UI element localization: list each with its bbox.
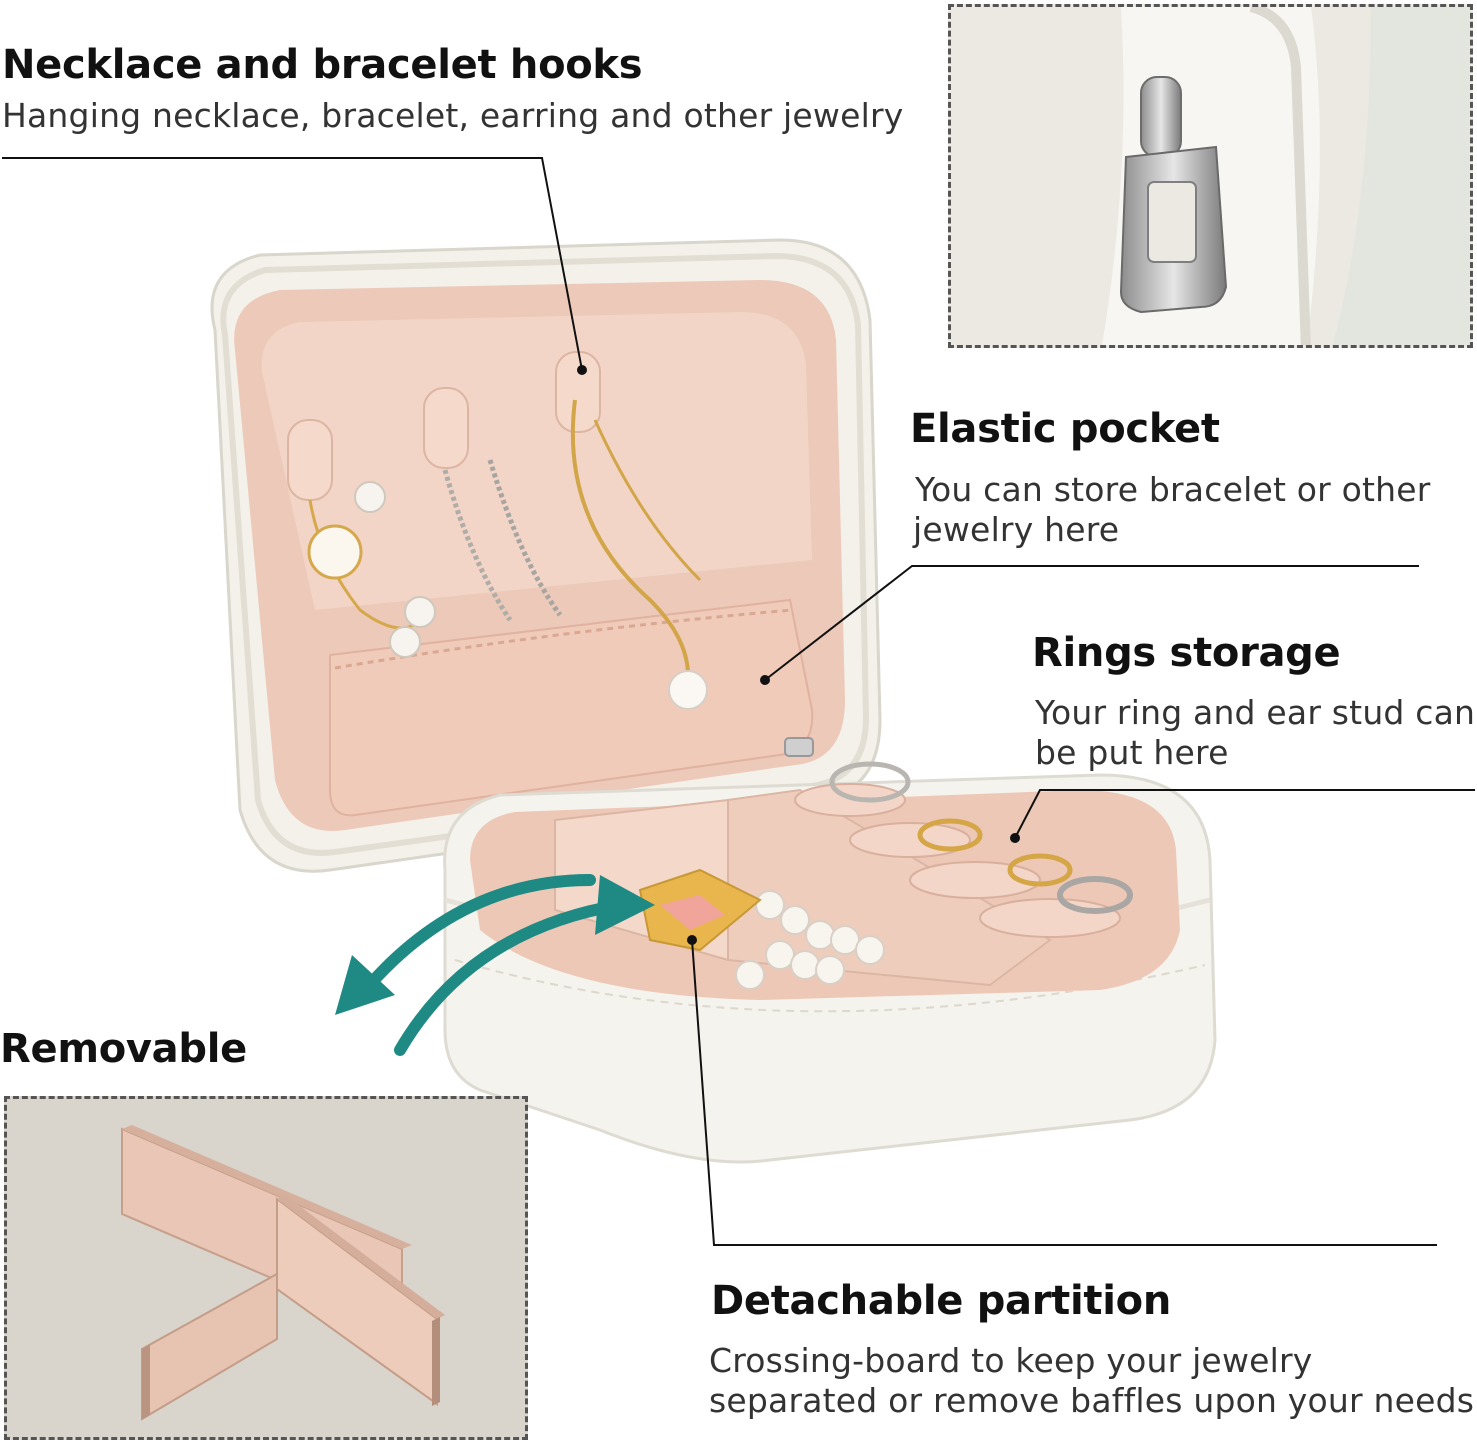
rings-description-line1: Your ring and ear stud can bbox=[1035, 693, 1476, 732]
curved-double-arrow-icon bbox=[359, 874, 596, 996]
partition-description-line1: Crossing-board to keep your jewelry bbox=[709, 1341, 1313, 1380]
zipper-detail-inset bbox=[948, 4, 1473, 348]
rings-description-line2: be put here bbox=[1035, 733, 1229, 772]
pocket-description-line1: You can store bracelet or other bbox=[915, 470, 1431, 509]
hooks-description: Hanging necklace, bracelet, earring and … bbox=[2, 96, 904, 135]
cross-divider-inset bbox=[4, 1096, 528, 1440]
hooks-title: Necklace and bracelet hooks bbox=[2, 42, 643, 88]
removable-title: Removable bbox=[0, 1026, 247, 1072]
partition-description-line2: separated or remove baffles upon your ne… bbox=[709, 1381, 1475, 1420]
cross-divider-icon bbox=[7, 1099, 525, 1437]
pocket-title: Elastic pocket bbox=[910, 406, 1220, 452]
zipper-pull-icon bbox=[951, 7, 1470, 345]
pocket-description-line2: jewelry here bbox=[913, 510, 1120, 549]
rings-title: Rings storage bbox=[1032, 630, 1341, 676]
partition-title: Detachable partition bbox=[711, 1278, 1171, 1324]
